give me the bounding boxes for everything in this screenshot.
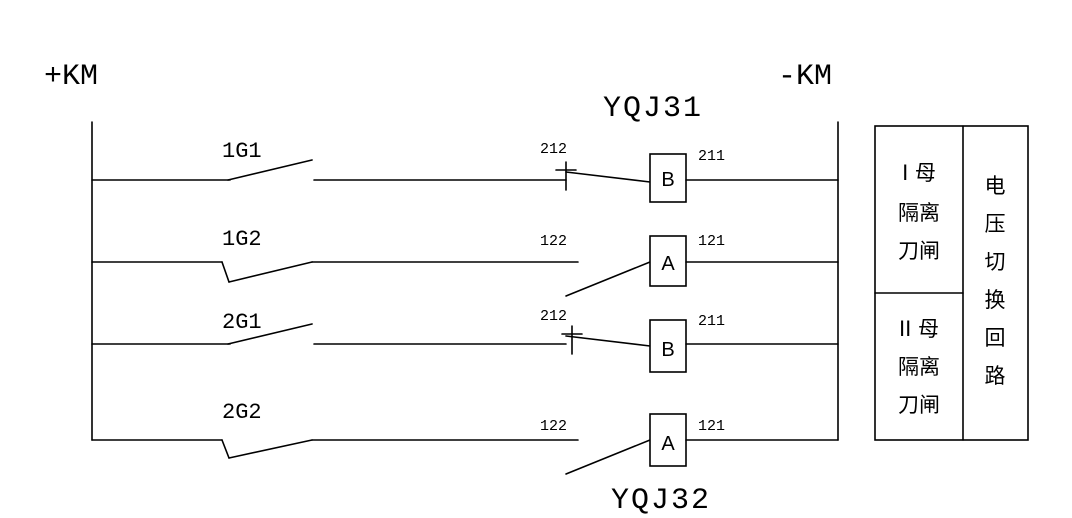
- switch-hook: [221, 439, 230, 459]
- coil-box: [649, 319, 687, 373]
- contact-blade: [565, 171, 651, 183]
- circuit-char-6: 路: [985, 364, 1006, 388]
- coil-box: [649, 153, 687, 203]
- bus1-line-3: 刀闸: [898, 239, 940, 263]
- switch-hook: [221, 261, 230, 283]
- coil-letter: A: [661, 253, 675, 275]
- terminal-label: 121: [698, 233, 725, 250]
- terminal-label: 122: [540, 233, 567, 250]
- bus2-line-3: 刀闸: [898, 393, 940, 417]
- circuit-row-2: 1G2 122 A 121: [91, 227, 839, 297]
- bus1-line-2: 隔离: [898, 201, 940, 225]
- coil-letter: B: [661, 339, 674, 361]
- coil-letter: A: [661, 433, 675, 455]
- negative-rail-label: -KM: [778, 60, 832, 94]
- circuit-row-4: 2G2 122 A 121: [91, 400, 839, 475]
- legend-border: [874, 125, 1029, 441]
- terminal-label: 122: [540, 418, 567, 435]
- bus1-line-1: I 母: [902, 161, 936, 185]
- bus2-line-2: 隔离: [898, 355, 940, 379]
- bus2-line-1: II 母: [899, 317, 939, 341]
- circuit-char-3: 切: [985, 250, 1006, 274]
- switch-label: 1G2: [222, 227, 262, 252]
- terminal-label: 212: [540, 141, 567, 158]
- terminal-label: 212: [540, 308, 567, 325]
- circuit-row-3: 2G1 212 B 211: [91, 308, 839, 373]
- terminal-label: 121: [698, 418, 725, 435]
- switch-blade: [227, 323, 313, 345]
- positive-rail-label: +KM: [44, 60, 98, 94]
- circuit-char-2: 压: [985, 212, 1006, 236]
- circuit-char-5: 回: [985, 326, 1006, 350]
- switch-label: 2G2: [222, 400, 262, 425]
- terminal-label: 211: [698, 148, 725, 165]
- switch-label: 1G1: [222, 139, 262, 164]
- relay-yqj32-label: YQJ32: [611, 484, 711, 518]
- circuit-char-1: 电: [985, 174, 1006, 198]
- contact-blade: [565, 261, 651, 297]
- switch-blade: [228, 439, 313, 459]
- contact-blade: [565, 335, 651, 347]
- relay-yqj31-label: YQJ31: [603, 92, 703, 126]
- switch-label: 2G1: [222, 310, 262, 335]
- circuit-row-1: 1G1 212 B 211: [91, 139, 839, 203]
- coil-box: [649, 413, 687, 467]
- circuit-char-4: 换: [985, 288, 1006, 312]
- legend-table: I 母 隔离 刀闸 II 母 隔离 刀闸 电 压 切 换 回 路: [874, 125, 1029, 441]
- coil-box: [649, 235, 687, 287]
- switch-blade: [228, 261, 313, 283]
- terminal-label: 211: [698, 313, 725, 330]
- switch-blade: [227, 159, 313, 181]
- coil-letter: B: [661, 169, 674, 191]
- contact-blade: [565, 439, 651, 475]
